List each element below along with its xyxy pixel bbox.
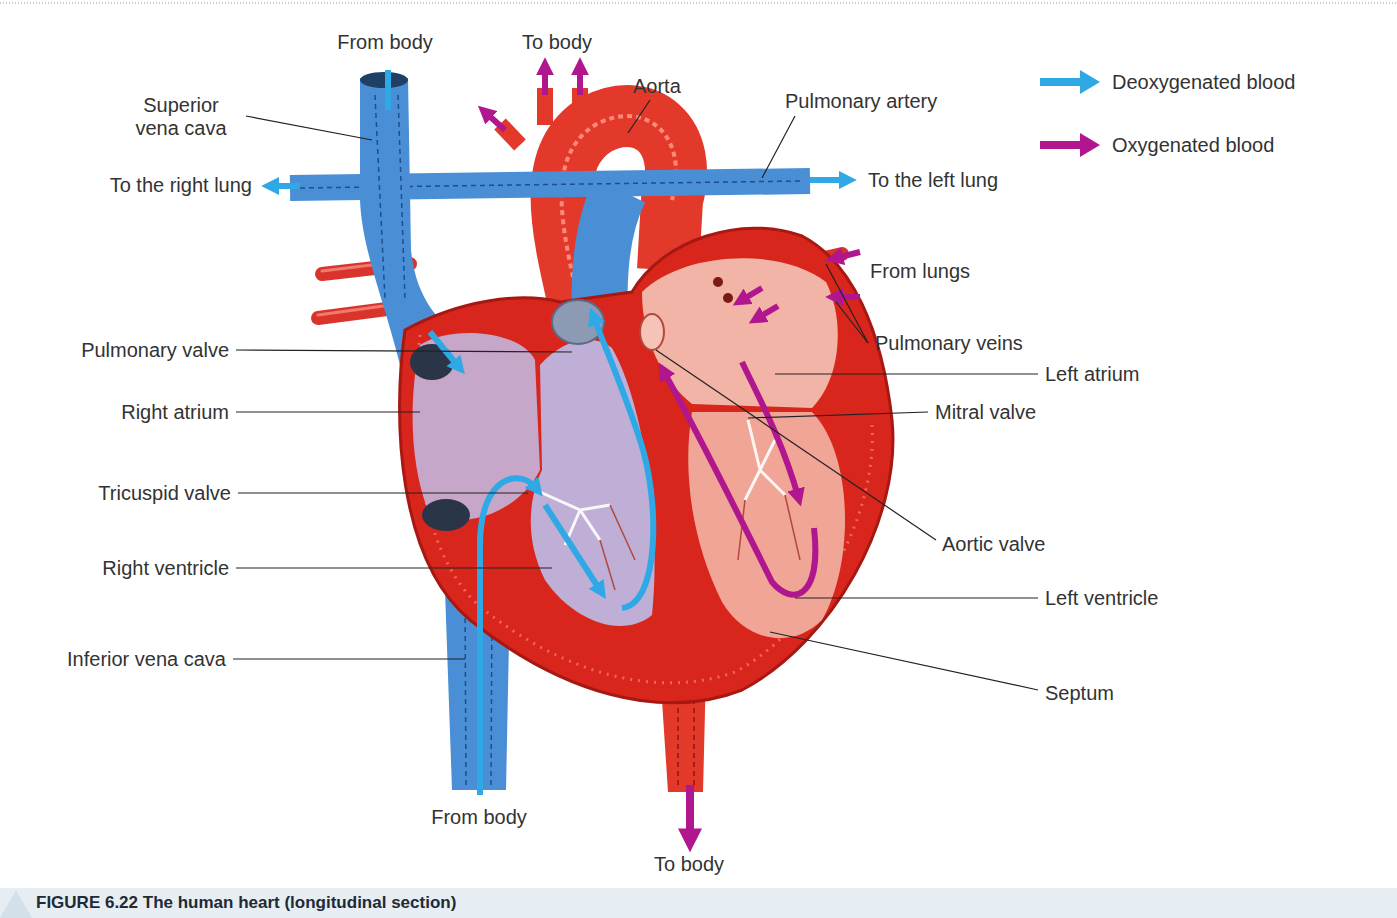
illustration-part bbox=[375, 95, 405, 300]
illustration-part bbox=[836, 302, 868, 343]
part-label: From body bbox=[431, 806, 527, 829]
heart-chambers bbox=[410, 258, 845, 638]
illustration-part bbox=[795, 597, 1038, 598]
illustration-part bbox=[678, 690, 694, 785]
illustration-part bbox=[723, 293, 733, 303]
part-label: Aortic valve bbox=[942, 533, 1045, 556]
part-label: Pulmonary artery bbox=[785, 90, 937, 113]
illustration-part bbox=[742, 288, 762, 300]
illustration-part bbox=[385, 70, 391, 110]
figure-caption: FIGURE 6.22 The human heart (longitudina… bbox=[36, 893, 456, 913]
heart-wall bbox=[400, 228, 893, 703]
leader-lines bbox=[233, 100, 1038, 690]
illustration-part bbox=[430, 332, 458, 366]
illustration-part bbox=[236, 350, 572, 352]
part-label: To body bbox=[654, 853, 724, 876]
part-label: Aorta bbox=[633, 75, 681, 98]
illustration-part bbox=[360, 72, 408, 88]
illustration-part bbox=[748, 412, 928, 418]
part-label: Superior vena cava bbox=[125, 94, 237, 140]
illustration-part bbox=[236, 567, 552, 568]
illustration-part bbox=[400, 228, 893, 703]
page-rule bbox=[0, 3, 1397, 4]
illustration-part bbox=[236, 411, 420, 412]
part-label: Right ventricle bbox=[102, 557, 229, 580]
illustration-part bbox=[775, 373, 1038, 374]
illustration-part bbox=[477, 545, 483, 795]
part-label: Left atrium bbox=[1045, 363, 1139, 386]
legend-swatch bbox=[1040, 133, 1100, 157]
illustration-part bbox=[577, 68, 583, 95]
illustration-part bbox=[745, 420, 785, 500]
part-label: Septum bbox=[1045, 682, 1114, 705]
part-label: Mitral valve bbox=[935, 401, 1036, 424]
illustration-part bbox=[233, 658, 465, 659]
illustration-part bbox=[770, 632, 1038, 690]
illustration-part bbox=[594, 318, 653, 608]
legend-swatch bbox=[1040, 70, 1100, 94]
illustration-part bbox=[713, 277, 723, 287]
part-label: From lungs bbox=[870, 260, 970, 283]
illustration-part bbox=[686, 785, 694, 838]
illustration-part bbox=[0, 890, 32, 918]
illustration-part bbox=[836, 252, 860, 258]
legend-text: Deoxygenated blood bbox=[1112, 71, 1295, 94]
illustration-part bbox=[422, 499, 470, 531]
illustration-part bbox=[664, 372, 815, 595]
illustration-part bbox=[836, 294, 860, 300]
illustration-part bbox=[0, 888, 1397, 918]
legend-arrow bbox=[1040, 70, 1102, 94]
part-label: Pulmonary valve bbox=[81, 339, 229, 362]
illustration-part bbox=[628, 100, 650, 133]
part-label: Pulmonary veins bbox=[875, 332, 1023, 355]
part-label: Inferior vena cava bbox=[67, 648, 226, 671]
part-label: To the right lung bbox=[110, 174, 252, 197]
illustration-part bbox=[540, 420, 785, 545]
blood-flow-arrows bbox=[272, 68, 860, 838]
illustration-part bbox=[246, 116, 372, 140]
part-label: From body bbox=[337, 31, 433, 54]
illustration-part bbox=[688, 412, 845, 638]
illustration-part bbox=[486, 113, 505, 130]
illustration-part bbox=[826, 264, 868, 343]
part-label: Left ventricle bbox=[1045, 587, 1158, 610]
caption-band bbox=[0, 888, 1397, 918]
illustration-part bbox=[742, 362, 798, 496]
illustration-part bbox=[542, 68, 548, 95]
part-label: To the left lung bbox=[868, 169, 998, 192]
illustration-part bbox=[480, 478, 536, 545]
legend-text: Oxygenated blood bbox=[1112, 134, 1274, 157]
illustration-part bbox=[656, 350, 936, 540]
part-label: Right atrium bbox=[121, 401, 229, 424]
illustration-part bbox=[762, 116, 795, 178]
illustration-part bbox=[545, 505, 600, 590]
illustration-part bbox=[640, 314, 664, 350]
part-label: To body bbox=[522, 31, 592, 54]
illustration-part bbox=[810, 177, 846, 183]
illustration-part bbox=[272, 183, 300, 189]
illustration-part bbox=[758, 306, 778, 318]
part-label: Tricuspid valve bbox=[98, 482, 231, 505]
illustration-part bbox=[238, 492, 528, 493]
illustration-part bbox=[531, 340, 655, 626]
legend-arrow bbox=[1040, 133, 1102, 157]
